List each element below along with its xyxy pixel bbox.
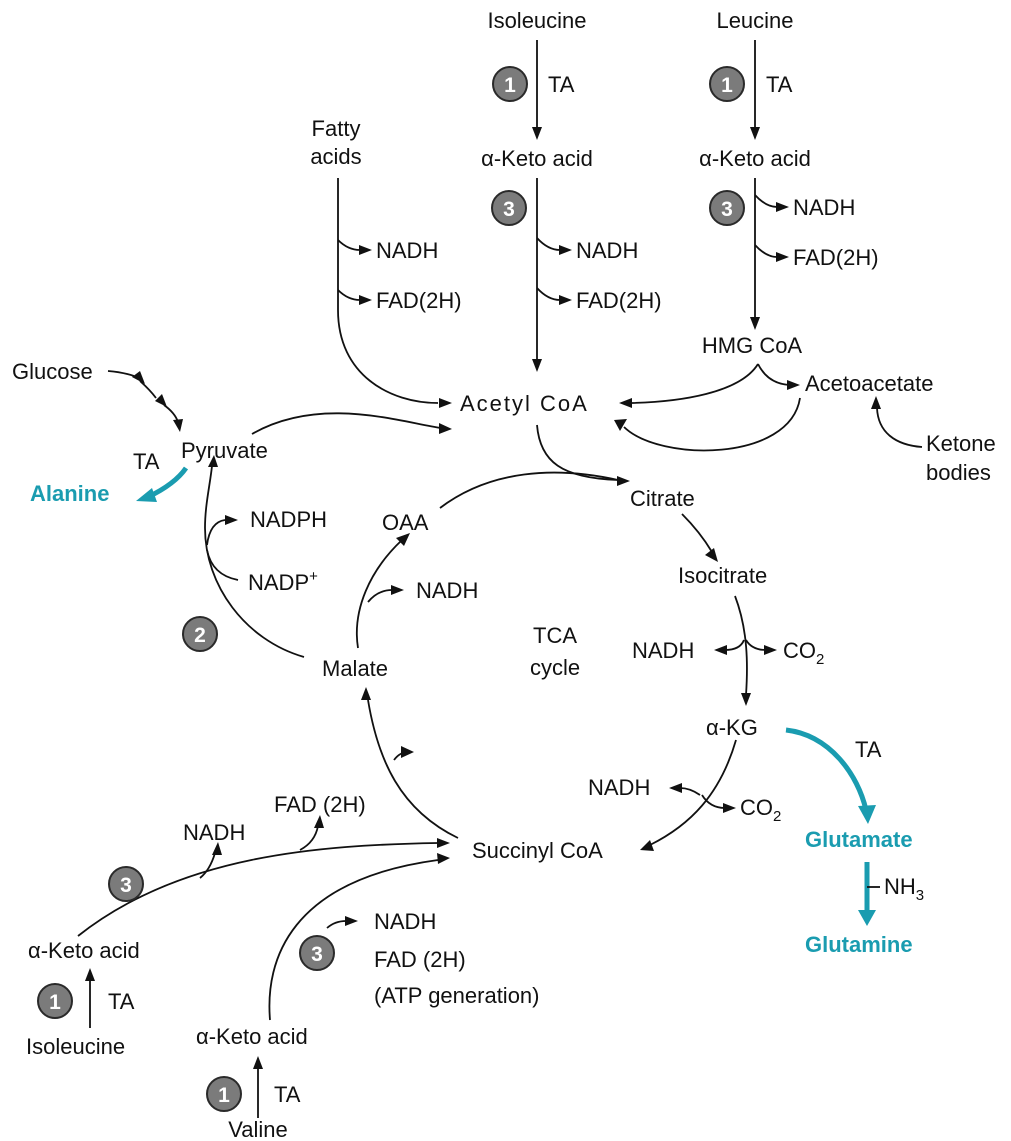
pyruvate-label: Pyruvate [181,438,268,463]
fatty-acids-label-line2: acids [310,144,361,169]
akg-label: α-KG [706,715,758,740]
svg-text:3: 3 [721,198,733,221]
co2-isocitrate: CO2 [783,638,824,668]
ta-label-isoleucine-bottom: TA [108,989,135,1014]
hmg-coa-label: HMG CoA [702,333,803,358]
badge-1-valine: 1 [206,1076,242,1112]
glucose-label: Glucose [12,359,93,384]
tca-cycle-line2: cycle [530,655,580,680]
ta-label-pyruvate: TA [133,449,160,474]
svg-text:1: 1 [49,991,61,1014]
keto-acid-isoleucine-bottom: α-Keto acid [28,938,140,963]
fad2h-leucine: FAD(2H) [793,245,879,270]
nadh-valine: NADH [374,909,436,934]
nadh-oaa: NADH [416,578,478,603]
nadh-isoleucine-top: NADH [576,238,638,263]
glutamine-label: Glutamine [805,932,913,957]
ta-label-leucine: TA [766,72,793,97]
connector-lines [77,40,923,1118]
valine-label: Valine [228,1117,288,1141]
svg-text:3: 3 [503,198,515,221]
co2-akg: CO2 [740,795,781,825]
nadh-bottom-left: NADH [183,820,245,845]
nadh-isocitrate: NADH [632,638,694,663]
ketone-bodies-line2: bodies [926,460,991,485]
leucine-top-label: Leucine [716,8,793,33]
malate-label: Malate [322,656,388,681]
glutamate-label: Glutamate [805,827,913,852]
ta-label-valine: TA [274,1082,301,1107]
nadp-label: NADP+ [248,568,318,595]
fad-2h-bottom-label: FAD (2H) [274,792,366,817]
svg-text:3: 3 [311,943,323,966]
badge-3-isoleucine-top: 3 [491,190,527,226]
svg-text:1: 1 [504,74,516,97]
svg-text:1: 1 [721,74,733,97]
keto-acid-leucine: α-Keto acid [699,146,811,171]
keto-acid-isoleucine-top: α-Keto acid [481,146,593,171]
fatty-acids-label-line1: Fatty [312,116,361,141]
acetoacetate-label: Acetoacetate [805,371,933,396]
ta-label-akg: TA [855,737,882,762]
acetyl-coa-label: Acetyl CoA [460,391,589,416]
keto-acid-valine: α-Keto acid [196,1024,308,1049]
fad2h-fatty-acids: FAD(2H) [376,288,462,313]
atp-generation-label: (ATP generation) [374,983,540,1008]
svg-text:2: 2 [194,624,206,647]
badge-3-leucine: 3 [709,190,745,226]
tca-cycle-line1: TCA [533,623,577,648]
ta-label-isoleucine: TA [548,72,575,97]
nadph-label: NADPH [250,507,327,532]
badge-1-isoleucine-bottom: 1 [37,983,73,1019]
isoleucine-top-label: Isoleucine [487,8,586,33]
svg-text:3: 3 [120,874,132,897]
teal-pathways [136,466,880,926]
isoleucine-bottom-label: Isoleucine [26,1034,125,1059]
badge-3-valine: 3 [299,935,335,971]
isocitrate-label: Isocitrate [678,563,767,588]
svg-text:1: 1 [218,1084,230,1107]
badge-2-malic-enzyme: 2 [182,616,218,652]
nadh-akg: NADH [588,775,650,800]
nh3-label: NH3 [884,874,924,904]
alanine-label: Alanine [30,481,109,506]
oaa-label: OAA [382,510,429,535]
ketone-bodies-line1: Ketone [926,431,996,456]
nadh-leucine: NADH [793,195,855,220]
arrowheads [85,127,881,1069]
fad-2h-valine: FAD (2H) [374,947,466,972]
badge-1-isoleucine-top: 1 [492,66,528,102]
fad2h-isoleucine-top: FAD(2H) [576,288,662,313]
citrate-label: Citrate [630,486,695,511]
badge-1-leucine: 1 [709,66,745,102]
nadh-fatty-acids: NADH [376,238,438,263]
badge-3-isoleucine-bottom: 3 [108,866,144,902]
succinyl-coa-label: Succinyl CoA [472,838,603,863]
labels: Isoleucine Leucine TA TA α-Keto acid α-K… [12,8,996,1141]
